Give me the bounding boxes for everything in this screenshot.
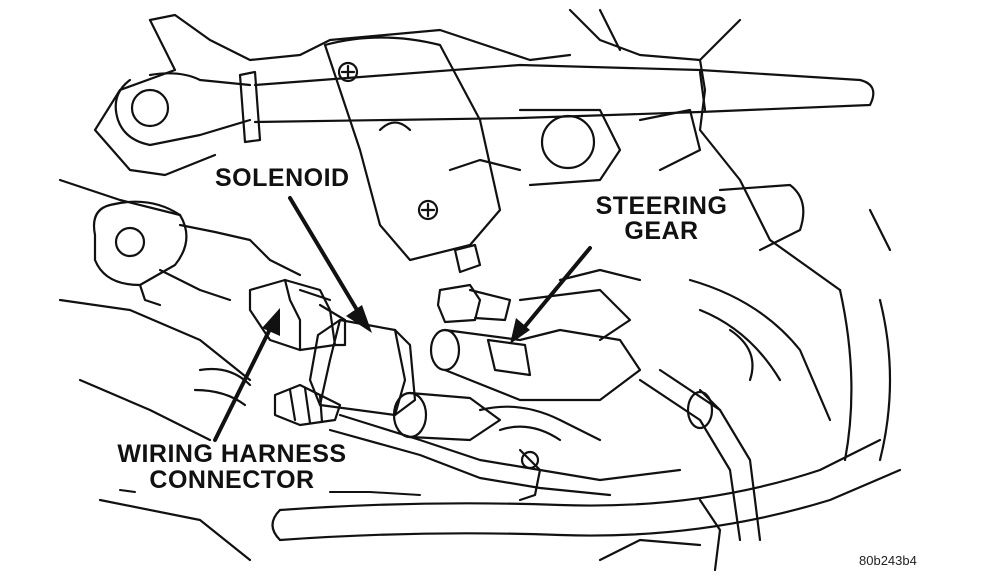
engine-bay-outline [58, 8, 842, 442]
steering-gear-label: STEERING GEAR [584, 194, 739, 244]
brake-line-fitting [193, 367, 342, 427]
solenoid-body [308, 318, 417, 417]
arrow-heads [262, 305, 530, 344]
wiring-label-line1: WIRING HARNESS [117, 440, 347, 468]
solenoid-leader-line [288, 196, 362, 317]
upper-tie-rod [114, 63, 875, 147]
leader-arrows [119, 196, 592, 496]
wiring-leader-line [213, 323, 274, 442]
solenoid-arrow-head [346, 305, 372, 333]
steering-gear-label-line2: GEAR [624, 217, 699, 245]
valve-fitting [436, 243, 512, 324]
steering-gear-valve [392, 268, 642, 442]
connector-callout-line [329, 491, 421, 496]
wiring-label-line2: CONNECTOR [149, 466, 315, 495]
steering-gear-arrow-head [510, 318, 530, 344]
lower-components [98, 288, 892, 572]
hydraulic-lines [328, 278, 832, 542]
harness-connector [248, 278, 347, 352]
steering-gear-label-line1: STEERING [595, 192, 728, 220]
wiring-arrow-head [262, 308, 280, 336]
lower-hose [271, 438, 902, 542]
solenoid-label: SOLENOID [215, 164, 350, 192]
lower-tie-rod [92, 200, 302, 307]
wiring-harness-connector-label: WIRING HARNESS CONNECTOR [96, 441, 368, 494]
steering-gear-leader-line [520, 246, 592, 332]
wiring-callout-line [119, 489, 136, 493]
steering-gear-housing-top [518, 108, 892, 252]
figure-code: 80b243b4 [859, 553, 917, 568]
mounting-bracket [323, 36, 522, 262]
